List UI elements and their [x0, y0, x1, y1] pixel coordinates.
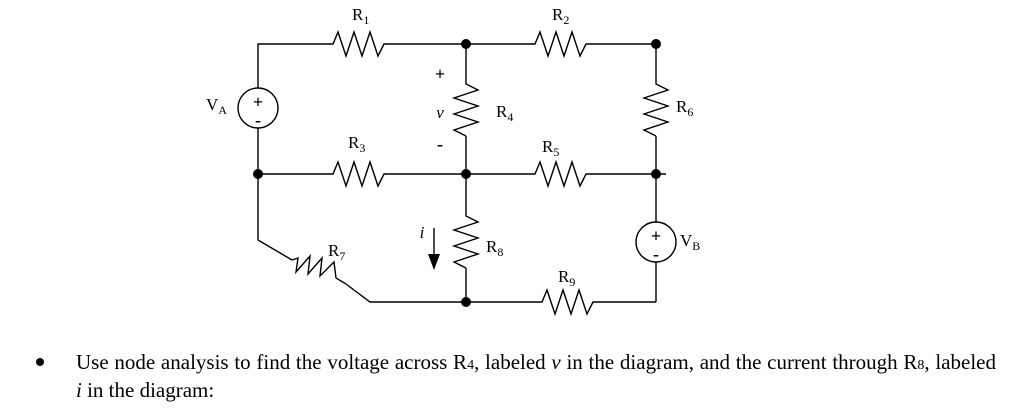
label-r1: R1 — [352, 5, 369, 27]
vb-minus-sign: - — [653, 244, 659, 264]
resistor-r7 — [291, 253, 347, 285]
resistor-r6 — [641, 78, 671, 137]
label-vb: VB — [680, 231, 700, 253]
node-top-middle — [461, 39, 471, 49]
va-plus-sign: + — [253, 92, 263, 112]
question-text: Use node analysis to find the voltage ac… — [36, 350, 996, 402]
label-r4: R4 — [496, 102, 513, 124]
voltage-source-vb: + - — [635, 221, 677, 264]
label-r2: R2 — [552, 5, 569, 27]
va-minus-sign: - — [255, 110, 261, 130]
vb-plus-sign: + — [651, 226, 661, 246]
label-r9: R9 — [558, 267, 575, 289]
resistor-r5 — [528, 159, 598, 189]
node-right — [651, 169, 661, 179]
current-arrow-icon — [428, 228, 440, 270]
question-body: Use node analysis to find the voltage ac… — [76, 350, 996, 402]
v-minus-sign: - — [437, 134, 443, 154]
voltage-source-va: + - — [237, 87, 279, 130]
label-r5: R5 — [542, 137, 559, 159]
resistor-r4 — [451, 78, 481, 137]
resistor-r8 — [451, 210, 481, 269]
resistor-r9 — [536, 287, 604, 317]
node-top-right — [651, 39, 661, 49]
label-r6: R6 — [676, 97, 693, 119]
node-left — [253, 169, 263, 179]
bullet-icon — [36, 358, 44, 366]
label-r3: R3 — [348, 133, 365, 155]
resistor-r1 — [326, 29, 396, 59]
node-bottom — [461, 297, 471, 307]
node-center — [461, 169, 471, 179]
v-plus-sign: + — [435, 64, 445, 84]
resistor-r3 — [326, 159, 396, 189]
label-va: VA — [206, 95, 227, 117]
circuit-diagram: + - + - R1 R2 R3 R4 R5 R6 R7 R8 R9 VA VB… — [206, 5, 700, 317]
label-r8: R8 — [486, 237, 503, 259]
label-i: i — [420, 223, 425, 242]
label-v: v — [436, 103, 444, 122]
resistor-r2 — [528, 29, 598, 59]
label-r7: R7 — [328, 241, 345, 263]
junction-nodes — [253, 39, 661, 307]
